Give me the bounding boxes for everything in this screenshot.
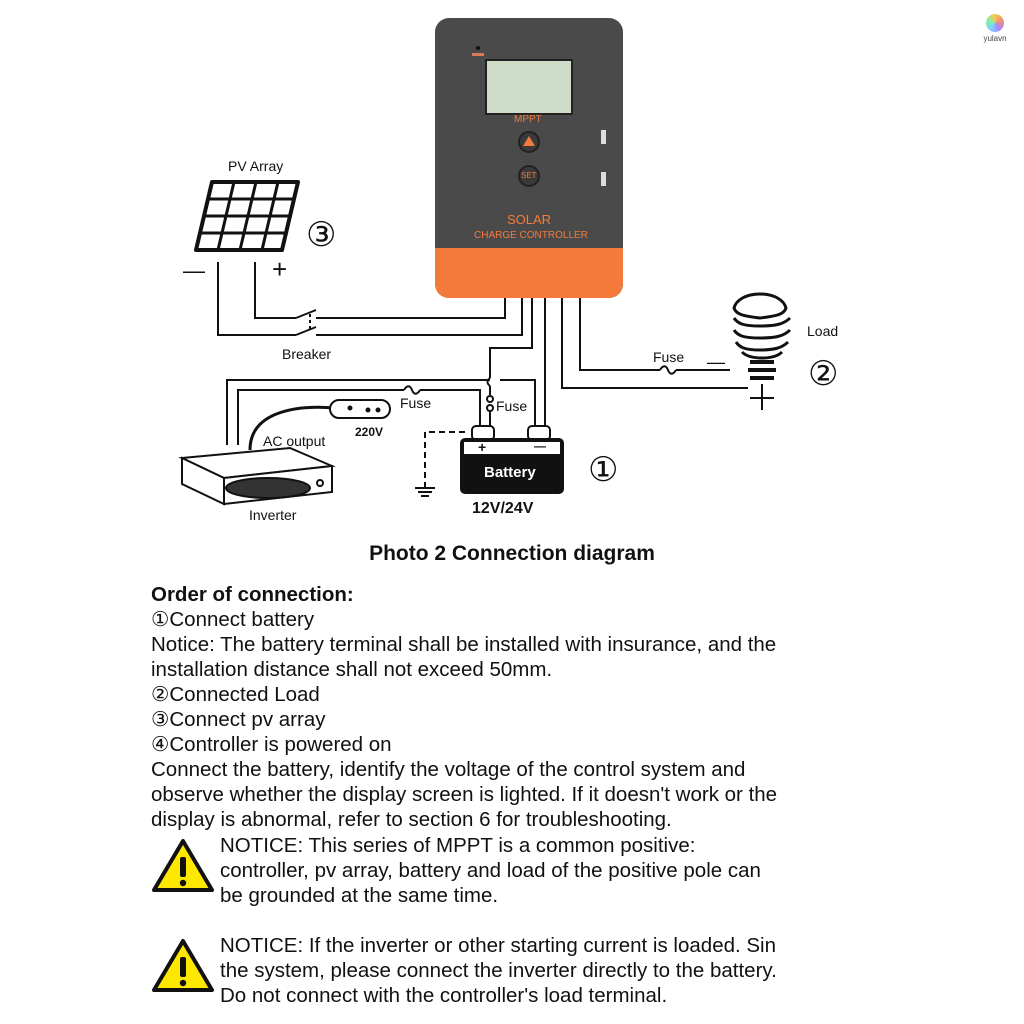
notice-text: NOTICE: This series of MPPT is a common … (220, 833, 761, 908)
battery-minus-sign: — (534, 439, 546, 453)
notice-line: NOTICE: If the inverter or other startin… (220, 934, 777, 957)
inverter-label: Inverter (249, 507, 297, 523)
notice-inverter: NOTICE: If the inverter or other startin… (151, 933, 951, 1013)
brand-name: yulavn (983, 34, 1007, 43)
notice-line: NOTICE: This series of MPPT is a common … (220, 834, 696, 857)
instructions-heading: Order of connection: (151, 583, 354, 606)
instruction-line: observe whether the display screen is li… (151, 783, 778, 806)
breaker-label: Breaker (282, 346, 332, 362)
pv-panel (194, 180, 300, 252)
controller-title: SOLAR (507, 212, 552, 227)
charge-controller (435, 18, 623, 298)
step-1-marker: ① (588, 450, 619, 490)
pv-array-label: PV Array (228, 158, 284, 174)
up-arrow-button[interactable] (519, 132, 539, 152)
instruction-line: ③Connect pv array (151, 708, 326, 731)
notice-line: controller, pv array, battery and load o… (220, 859, 761, 882)
notice-line: be grounded at the same time. (220, 884, 499, 907)
instruction-line: installation distance shall not exceed 5… (151, 658, 553, 681)
brand-watermark: yulavn (975, 14, 1015, 54)
battery-label: Battery (484, 464, 536, 481)
instruction-line: ②Connected Load (151, 683, 320, 706)
step-2-marker: ② (808, 354, 839, 394)
battery-icon (460, 425, 564, 494)
mppt-label: MPPT (514, 114, 542, 125)
instruction-line: ④Controller is powered on (151, 733, 392, 756)
battery-fuse-label: Fuse (496, 398, 528, 414)
pv-minus-sign: — (183, 258, 205, 283)
inverter-icon (178, 446, 336, 506)
notice-text: NOTICE: If the inverter or other startin… (220, 933, 777, 1008)
instructions: Order of connection: ①Connect battery No… (151, 582, 951, 832)
battery-voltage-label: 12V/24V (472, 500, 534, 517)
warning-icon (152, 839, 214, 892)
battery-plus-sign: + (478, 439, 487, 455)
step-3-marker: ③ (306, 215, 337, 255)
notice-common-positive: NOTICE: This series of MPPT is a common … (151, 833, 951, 913)
instruction-line: Connect the battery, identify the voltag… (151, 758, 746, 781)
notice-line: the system, please connect the inverter … (220, 959, 777, 982)
connection-diagram: MPPT SET SOLAR CHARGE CONTROLLER PV Arra… (178, 18, 839, 523)
socket-voltage-label: 220V (355, 425, 384, 439)
load-label: Load (807, 323, 839, 339)
controller-subtitle: CHARGE CONTROLLER (474, 230, 588, 241)
load-fuse-label: Fuse (653, 349, 685, 365)
set-button[interactable]: SET (521, 171, 537, 180)
ac-output-label: AC output (263, 433, 326, 449)
notice-line: Do not connect with the controller's loa… (220, 984, 668, 1007)
pv-plus-sign: + (272, 254, 288, 284)
load-minus-sign: — (707, 352, 725, 372)
bulb-icon (732, 292, 792, 410)
inverter-fuse-label: Fuse (400, 395, 432, 411)
instruction-line: display is abnormal, refer to section 6 … (151, 808, 672, 831)
figure-caption: Photo 2 Connection diagram (369, 542, 655, 565)
socket-icon (329, 399, 391, 419)
instruction-line: Notice: The battery terminal shall be in… (151, 633, 777, 656)
yulavn-logo-icon (986, 14, 1004, 32)
warning-icon (152, 939, 214, 992)
instruction-line: ①Connect battery (151, 608, 315, 631)
